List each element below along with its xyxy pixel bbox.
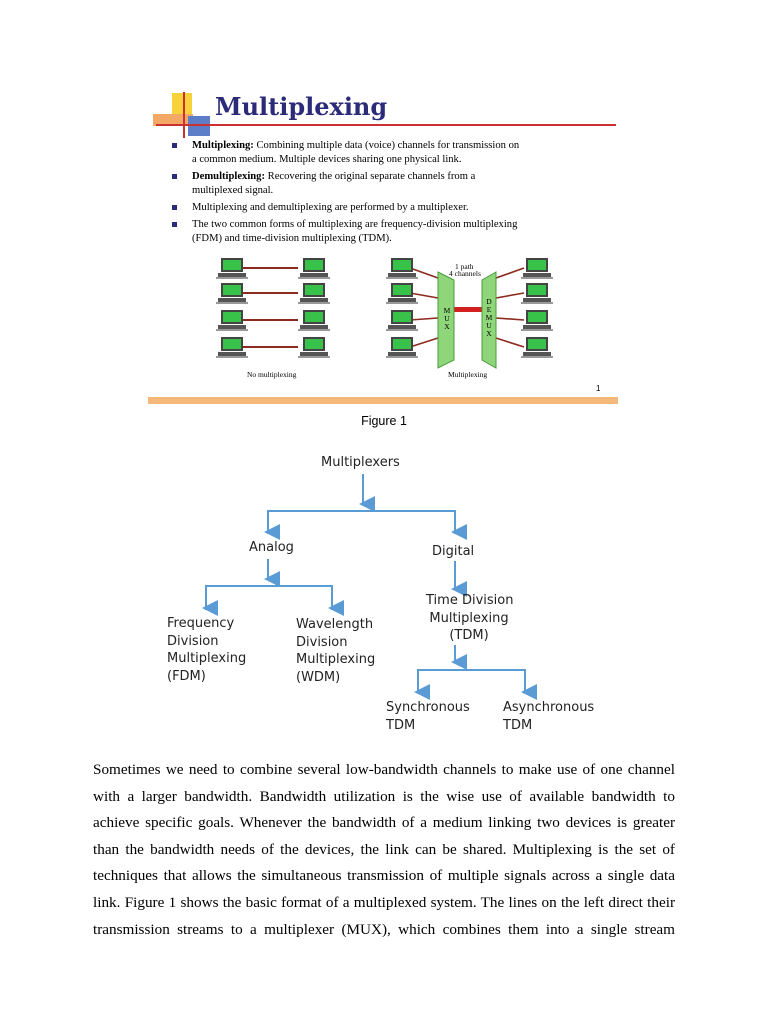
- bullet-text: (FDM) and time-division multiplexing (TD…: [192, 232, 392, 244]
- bullet-text: multiplexed signal.: [192, 184, 274, 196]
- slide-page-number: 1: [596, 384, 601, 393]
- paragraph-line: Sometimes we need to combine several low…: [93, 761, 675, 778]
- bullet-multiplexing: Multiplexing: Combining multiple data (v…: [172, 139, 612, 167]
- bullet-text: Recovering the original separate channel…: [264, 171, 476, 182]
- no-multiplexing-diagram: [216, 258, 330, 358]
- bullet-term: Demultiplexing:: [192, 171, 265, 182]
- decor-square-blue: [188, 116, 210, 136]
- paragraph-line: transmission streams to a multiplexer (M…: [93, 920, 675, 938]
- bullet-text: Combining multiple data (voice) channels…: [253, 140, 520, 151]
- tree-digital-label: Digital: [432, 544, 475, 559]
- computer-icon: [298, 258, 330, 279]
- bullet-text: Multiplexing and demultiplexing are perf…: [192, 202, 469, 213]
- paragraph-line: with a larger bandwidth. Bandwidth utili…: [93, 787, 675, 805]
- paragraph-line: link. Figure 1 shows the basic format of…: [93, 893, 675, 911]
- branch-fdm-wdm: [205, 585, 333, 610]
- bullet-demultiplexing: Demultiplexing: Recovering the original …: [172, 170, 612, 198]
- decor-square-yellow: [172, 93, 192, 115]
- mux-block: [437, 271, 455, 369]
- path-label: 1 path: [455, 262, 474, 271]
- computer-icon: [521, 258, 553, 279]
- tree-root-label: Multiplexers: [321, 455, 400, 470]
- bullet-text: a common medium. Multiple devices sharin…: [192, 153, 462, 165]
- multiplexing-diagram: [386, 258, 553, 369]
- tree-analog-label: Analog: [249, 540, 294, 555]
- bullet-term: Multiplexing:: [192, 140, 254, 151]
- computer-icon: [298, 310, 330, 331]
- computer-icon: [386, 337, 418, 358]
- multiplexer-tree-diagram: [202, 474, 537, 700]
- bullet-text: The two common forms of multiplexing are…: [192, 219, 518, 230]
- bullet-marker: [172, 143, 177, 148]
- bullet-marker: [172, 174, 177, 179]
- branch-sync-async: [417, 669, 526, 694]
- channels-label: 4 channels: [449, 269, 481, 278]
- demux-block: [481, 271, 497, 369]
- bullet-common-forms: The two common forms of multiplexing are…: [172, 218, 612, 246]
- computer-icon: [298, 337, 330, 358]
- branch-analog-digital: [267, 510, 456, 534]
- figure-caption: Figure 1: [361, 414, 407, 428]
- decor-line-red-v: [183, 92, 185, 138]
- computer-icon: [521, 283, 553, 304]
- bullet-marker: [172, 222, 177, 227]
- bullet-marker: [172, 205, 177, 210]
- decor-line-red-h: [156, 124, 616, 126]
- no-multiplexing-caption: No multiplexing: [247, 370, 297, 379]
- multiplexing-network-diagram: [216, 258, 553, 369]
- body-paragraph: Sometimes we need to combine several low…: [93, 757, 675, 943]
- paragraph-line: techniques that allows the simultaneous …: [93, 867, 675, 885]
- paragraph-line: than the bandwidth needs of the devices,…: [93, 840, 675, 858]
- computer-icon: [521, 310, 553, 331]
- shared-link: [454, 307, 482, 312]
- slide-footer-bar: [148, 397, 618, 404]
- computer-icon: [521, 337, 553, 358]
- slide-title: Multiplexing: [215, 92, 388, 121]
- paragraph-line: achieve specific goals. Whenever the ban…: [93, 814, 675, 832]
- computer-icon: [298, 283, 330, 304]
- bullet-performed-by: Multiplexing and demultiplexing are perf…: [172, 201, 612, 215]
- multiplexing-caption: Multiplexing: [448, 370, 488, 379]
